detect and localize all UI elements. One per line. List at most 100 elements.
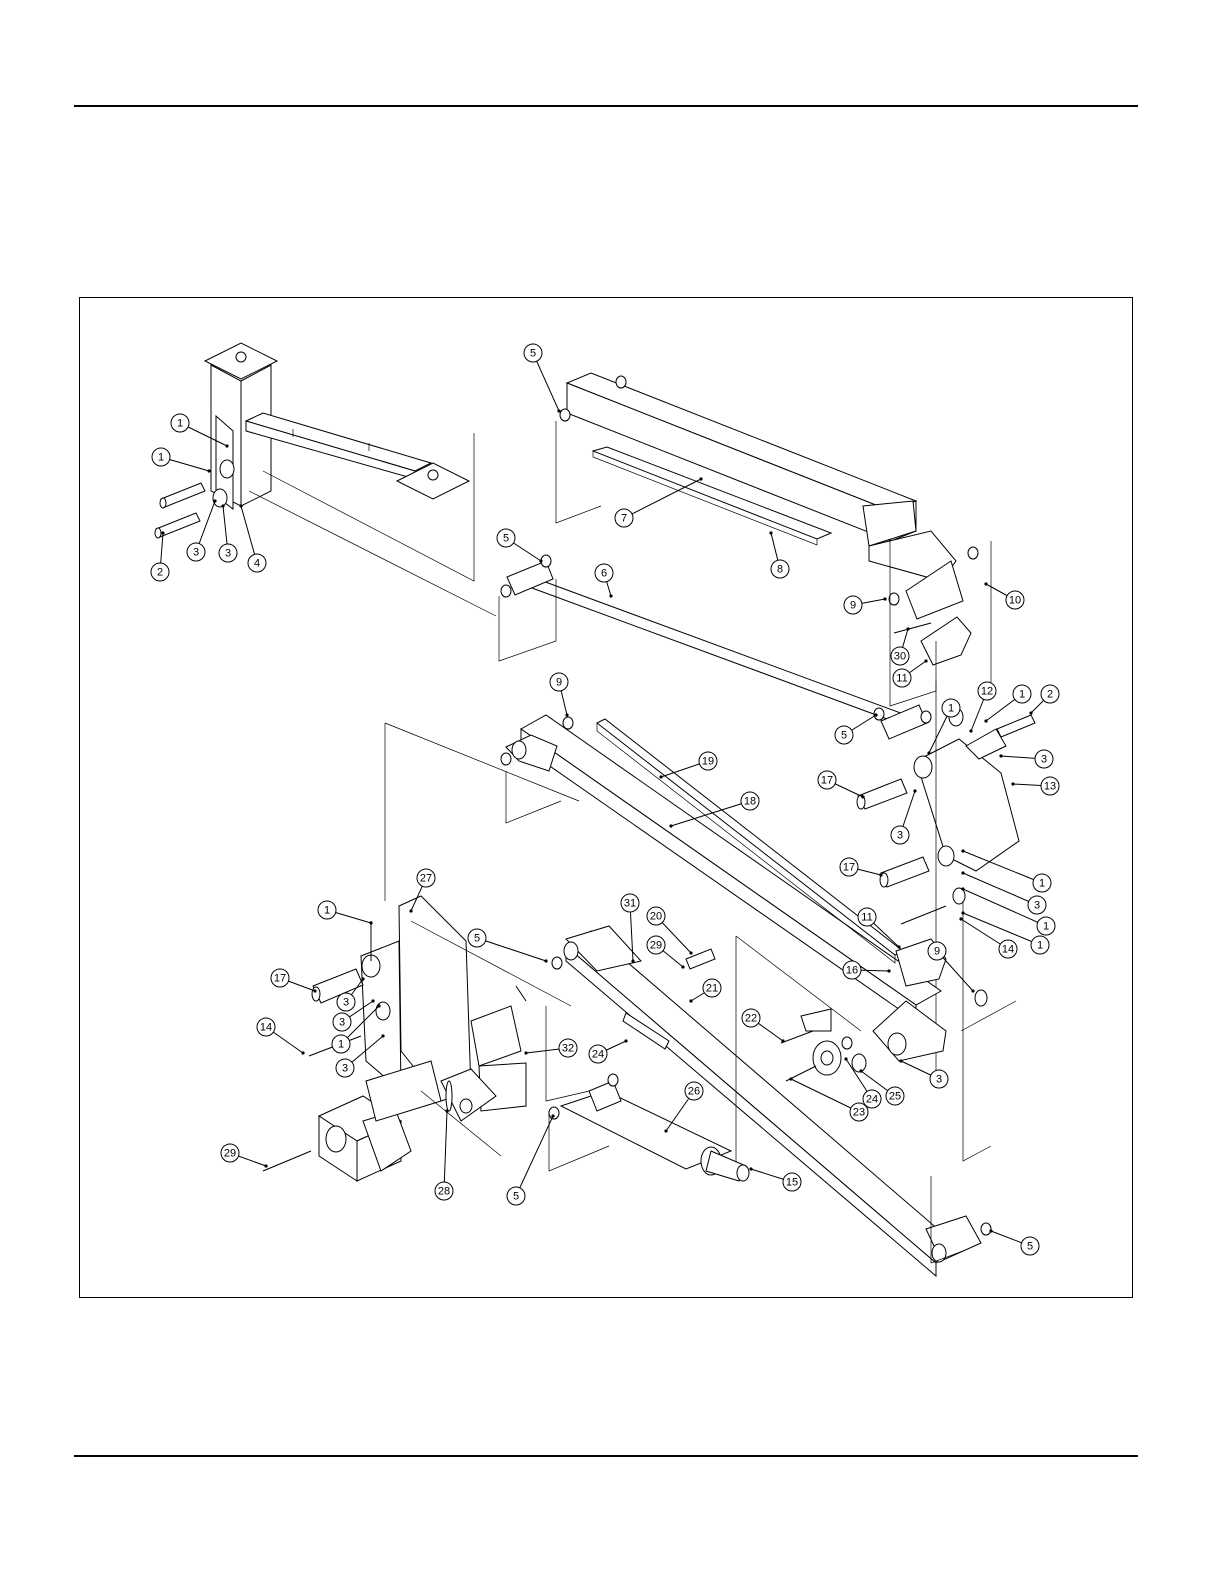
callout-number: 9 xyxy=(556,677,562,689)
callout-number: 3 xyxy=(225,548,231,560)
callout-5: 5 xyxy=(468,929,486,947)
leader-arrowhead xyxy=(861,795,864,798)
callout-number: 31 xyxy=(624,898,636,910)
leader-arrowhead xyxy=(689,999,692,1002)
callout-number: 15 xyxy=(786,1177,798,1189)
callout-13: 13 xyxy=(1041,777,1059,795)
callout-5: 5 xyxy=(524,344,542,362)
leader-arrowhead xyxy=(689,951,692,954)
leader-arrowhead xyxy=(381,1034,384,1037)
leader-arrowhead xyxy=(551,1114,554,1117)
leader-arrowhead xyxy=(609,594,612,597)
callout-3: 3 xyxy=(336,1059,354,1077)
callout-31: 31 xyxy=(621,894,639,912)
callout-number: 12 xyxy=(981,686,993,698)
callout-5: 5 xyxy=(835,726,853,744)
leader-arrowhead xyxy=(631,959,634,962)
base-assembly xyxy=(263,896,611,1181)
link-bar xyxy=(499,555,931,739)
callout-1: 1 xyxy=(332,1035,350,1053)
callout-30: 30 xyxy=(891,647,909,665)
callout-28: 28 xyxy=(435,1182,453,1200)
leader-arrowhead xyxy=(369,921,372,924)
callout-21: 21 xyxy=(703,979,721,997)
callout-number: 1 xyxy=(948,703,954,715)
leader-arrowhead xyxy=(313,989,316,992)
callout-3: 3 xyxy=(333,1013,351,1031)
callout-number: 18 xyxy=(744,796,756,808)
leader-arrowhead xyxy=(207,469,210,472)
callout-2: 2 xyxy=(1041,685,1059,703)
callout-number: 23 xyxy=(853,1107,865,1119)
leader-line xyxy=(477,938,546,961)
leader-line xyxy=(444,1111,447,1191)
leader-arrowhead xyxy=(984,582,987,585)
leader-arrowhead xyxy=(789,1077,792,1080)
callout-17: 17 xyxy=(840,858,858,876)
callout-number: 2 xyxy=(1047,689,1053,701)
callout-number: 16 xyxy=(846,965,858,977)
leader-arrowhead xyxy=(624,1039,627,1042)
callout-number: 1 xyxy=(1037,940,1043,952)
callout-number: 32 xyxy=(562,1043,574,1055)
callout-11: 11 xyxy=(893,669,911,687)
callout-3: 3 xyxy=(1028,896,1046,914)
callout-number: 29 xyxy=(224,1148,236,1160)
callout-19: 19 xyxy=(699,752,717,770)
callout-1: 1 xyxy=(1031,936,1049,954)
callout-6: 6 xyxy=(595,564,613,582)
callout-3: 3 xyxy=(930,1070,948,1088)
callout-12: 12 xyxy=(978,682,996,700)
callout-20: 20 xyxy=(647,907,665,925)
callout-4: 4 xyxy=(248,554,266,572)
leader-arrowhead xyxy=(301,1051,304,1054)
callout-number: 11 xyxy=(896,673,907,685)
leader-arrowhead xyxy=(557,409,560,412)
callout-9: 9 xyxy=(844,596,862,614)
leader-arrowhead xyxy=(971,989,974,992)
callout-number: 14 xyxy=(1002,944,1014,956)
leader-arrowhead xyxy=(906,627,909,630)
leader-arrowhead xyxy=(409,909,412,912)
callout-27: 27 xyxy=(417,869,435,887)
callout-number: 2 xyxy=(157,567,163,579)
callout-number: 1 xyxy=(177,418,183,430)
callout-number: 5 xyxy=(841,730,847,742)
callout-1: 1 xyxy=(152,448,170,466)
leader-arrowhead xyxy=(664,1129,667,1132)
callout-number: 3 xyxy=(1034,900,1040,912)
leader-arrowhead xyxy=(961,911,964,914)
callout-9: 9 xyxy=(928,942,946,960)
callout-number: 1 xyxy=(338,1039,344,1051)
leader-line xyxy=(791,1079,859,1112)
leader-arrowhead xyxy=(874,713,877,716)
header-rule xyxy=(74,105,1138,107)
callout-9: 9 xyxy=(550,673,568,691)
callout-number: 1 xyxy=(324,905,330,917)
callout-number: 22 xyxy=(745,1013,757,1025)
leader-arrowhead xyxy=(371,999,374,1002)
mast-assembly xyxy=(155,343,496,616)
callout-number: 24 xyxy=(592,1049,604,1061)
callout-number: 1 xyxy=(1039,878,1045,890)
callout-5: 5 xyxy=(497,529,515,547)
leader-arrowhead xyxy=(264,1164,267,1167)
callout-1: 1 xyxy=(1013,685,1031,703)
callout-number: 21 xyxy=(706,983,718,995)
callout-14: 14 xyxy=(999,940,1017,958)
leader-arrowhead xyxy=(913,789,916,792)
callout-number: 17 xyxy=(821,775,833,787)
leader-arrowhead xyxy=(899,1059,902,1062)
callout-17: 17 xyxy=(818,771,836,789)
leader-arrowhead xyxy=(669,824,672,827)
callout-number: 1 xyxy=(158,452,164,464)
callout-number: 9 xyxy=(934,946,940,958)
callout-number: 3 xyxy=(193,547,199,559)
callout-number: 3 xyxy=(897,830,903,842)
callout-number: 20 xyxy=(650,911,662,923)
callout-number: 29 xyxy=(650,940,662,952)
leader-arrowhead xyxy=(897,945,900,948)
leader-arrowhead xyxy=(961,887,964,890)
leader-arrowhead xyxy=(879,873,882,876)
leader-arrowhead xyxy=(659,775,662,778)
